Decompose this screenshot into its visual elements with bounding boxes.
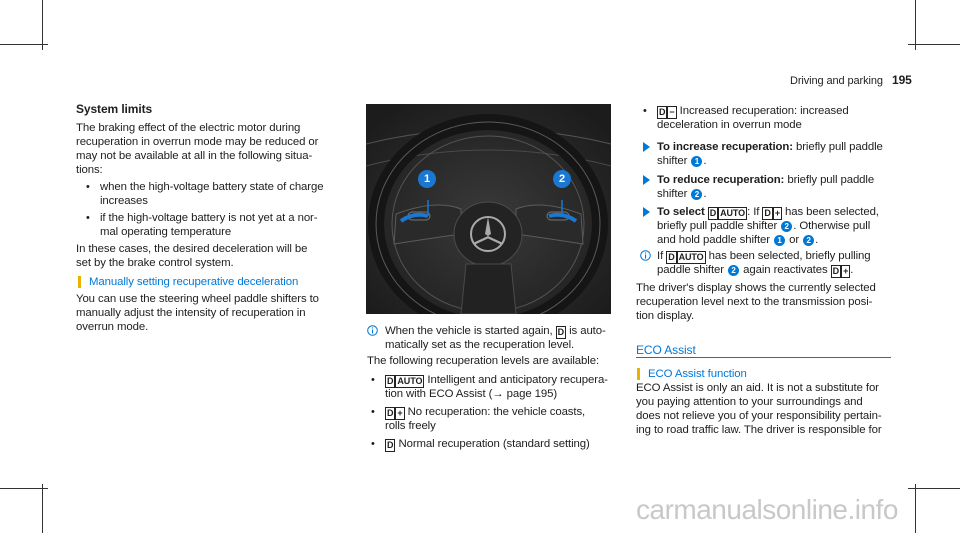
note-line: When the vehicle is started again, D is … — [385, 325, 606, 339]
paragraph-line: recuperation in overrun mode may be redu… — [76, 136, 319, 148]
step-line: To reduce recuperation: briefly pull pad… — [657, 174, 875, 186]
paragraph-line: may not be available at all in the follo… — [76, 150, 313, 162]
paragraph-line: The braking effect of the electric motor… — [76, 122, 301, 134]
info-icon — [367, 325, 378, 336]
level-line: D Normal recuperation (standard setting) — [385, 438, 590, 452]
sub-heading: ECO Assist function — [648, 368, 747, 380]
bullet: • — [643, 105, 647, 117]
crop-mark — [0, 488, 48, 489]
step-line: and hold paddle shifter 1 or 2. — [657, 234, 819, 246]
callout-badge: 1 — [691, 156, 703, 167]
callout-badge: 2 — [803, 235, 815, 246]
key-d: D — [657, 106, 668, 119]
callout-badge: 2 — [781, 221, 793, 232]
level-line: deceleration in overrun mode — [657, 119, 802, 131]
bullet-line: mal operating temperature — [100, 226, 232, 238]
watermark: carmanualsonline.info — [636, 494, 898, 525]
note-line: matically set as the recuperation level. — [385, 339, 575, 351]
section-title: ECO Assist — [636, 343, 696, 357]
key-d: D — [762, 207, 773, 220]
running-header: Driving and parking — [790, 75, 883, 87]
callout-badge: 2 — [691, 189, 703, 200]
key-d: D — [385, 375, 396, 388]
bullet-line: when the high-voltage battery state of c… — [100, 181, 324, 193]
paragraph-line: The driver's display shows the currently… — [636, 282, 876, 294]
crop-mark — [42, 0, 43, 50]
key-plus: + — [841, 265, 851, 278]
heading-marker — [78, 276, 81, 288]
steering-wheel-illustration — [366, 104, 611, 314]
paragraph-line: recuperation level next to the transmiss… — [636, 296, 873, 308]
callout-1: 1 — [418, 170, 436, 188]
callout-badge: 1 — [774, 235, 786, 246]
paragraph-line: tions: — [76, 164, 103, 176]
bullet: • — [86, 212, 90, 224]
info-icon — [640, 250, 651, 261]
step-arrow-icon — [643, 175, 650, 185]
crop-mark — [915, 0, 916, 50]
callout-badge: 2 — [728, 265, 740, 276]
callout-2: 2 — [553, 170, 571, 188]
step-arrow-icon — [643, 142, 650, 152]
page-number: 195 — [892, 73, 912, 87]
paragraph-line: In these cases, the desired deceleration… — [76, 243, 308, 255]
note-line: paddle shifter 2 again reactivates D+. — [657, 264, 854, 278]
crop-mark — [908, 488, 960, 489]
bullet-line: if the high-voltage battery is not yet a… — [100, 212, 318, 224]
heading-marker — [637, 368, 640, 380]
steering-wheel-figure: 1 2 — [366, 104, 611, 314]
bullet-line: increases — [100, 195, 148, 207]
level-line: rolls freely — [385, 420, 436, 432]
bullet: • — [86, 181, 90, 193]
sub-heading: Manually setting recuperative decelerati… — [89, 276, 299, 288]
key-d: D — [666, 251, 677, 264]
crop-mark — [908, 44, 960, 45]
step-line: shifter 1. — [657, 155, 707, 167]
bullet: • — [371, 406, 375, 418]
step-arrow-icon — [643, 207, 650, 217]
level-line: D+ No recuperation: the vehicle coasts, — [385, 406, 586, 420]
step-line: shifter 2. — [657, 188, 707, 200]
section-heading: System limits — [76, 102, 153, 116]
paragraph-line: set by the brake control system. — [76, 257, 234, 269]
paragraph-line: You can use the steering wheel paddle sh… — [76, 293, 319, 305]
paragraph-line: ECO Assist is only an aid. It is not a s… — [636, 382, 879, 394]
paragraph-line: does not relieve you of your responsibil… — [636, 410, 882, 422]
paragraph-line: tion display. — [636, 310, 695, 322]
key-d: D — [385, 439, 396, 452]
key-d: D — [830, 265, 842, 278]
key-d: D — [707, 207, 719, 220]
level-line: D− Increased recuperation: increased — [657, 105, 849, 119]
paragraph-line: manually adjust the intensity of recuper… — [76, 307, 306, 319]
level-line: tion with ECO Assist (→ page 195) — [385, 388, 558, 400]
crop-mark — [0, 44, 48, 45]
key-d: D — [385, 407, 396, 420]
paragraph-line: ing to road traffic law. The driver is r… — [636, 424, 882, 436]
crop-mark — [915, 484, 916, 533]
bullet: • — [371, 374, 375, 386]
key-auto: AUTO — [718, 207, 748, 220]
crop-mark — [42, 484, 43, 533]
bullet: • — [371, 438, 375, 450]
paragraph-line: overrun mode. — [76, 321, 149, 333]
step-line: briefly pull paddle shifter 2. Otherwise… — [657, 220, 871, 232]
paragraph-line: you paying attention to your surrounding… — [636, 396, 863, 408]
paragraph-line: The following recuperation levels are av… — [367, 355, 600, 367]
step-line: To increase recuperation: briefly pull p… — [657, 141, 883, 153]
section-rule — [636, 357, 891, 358]
